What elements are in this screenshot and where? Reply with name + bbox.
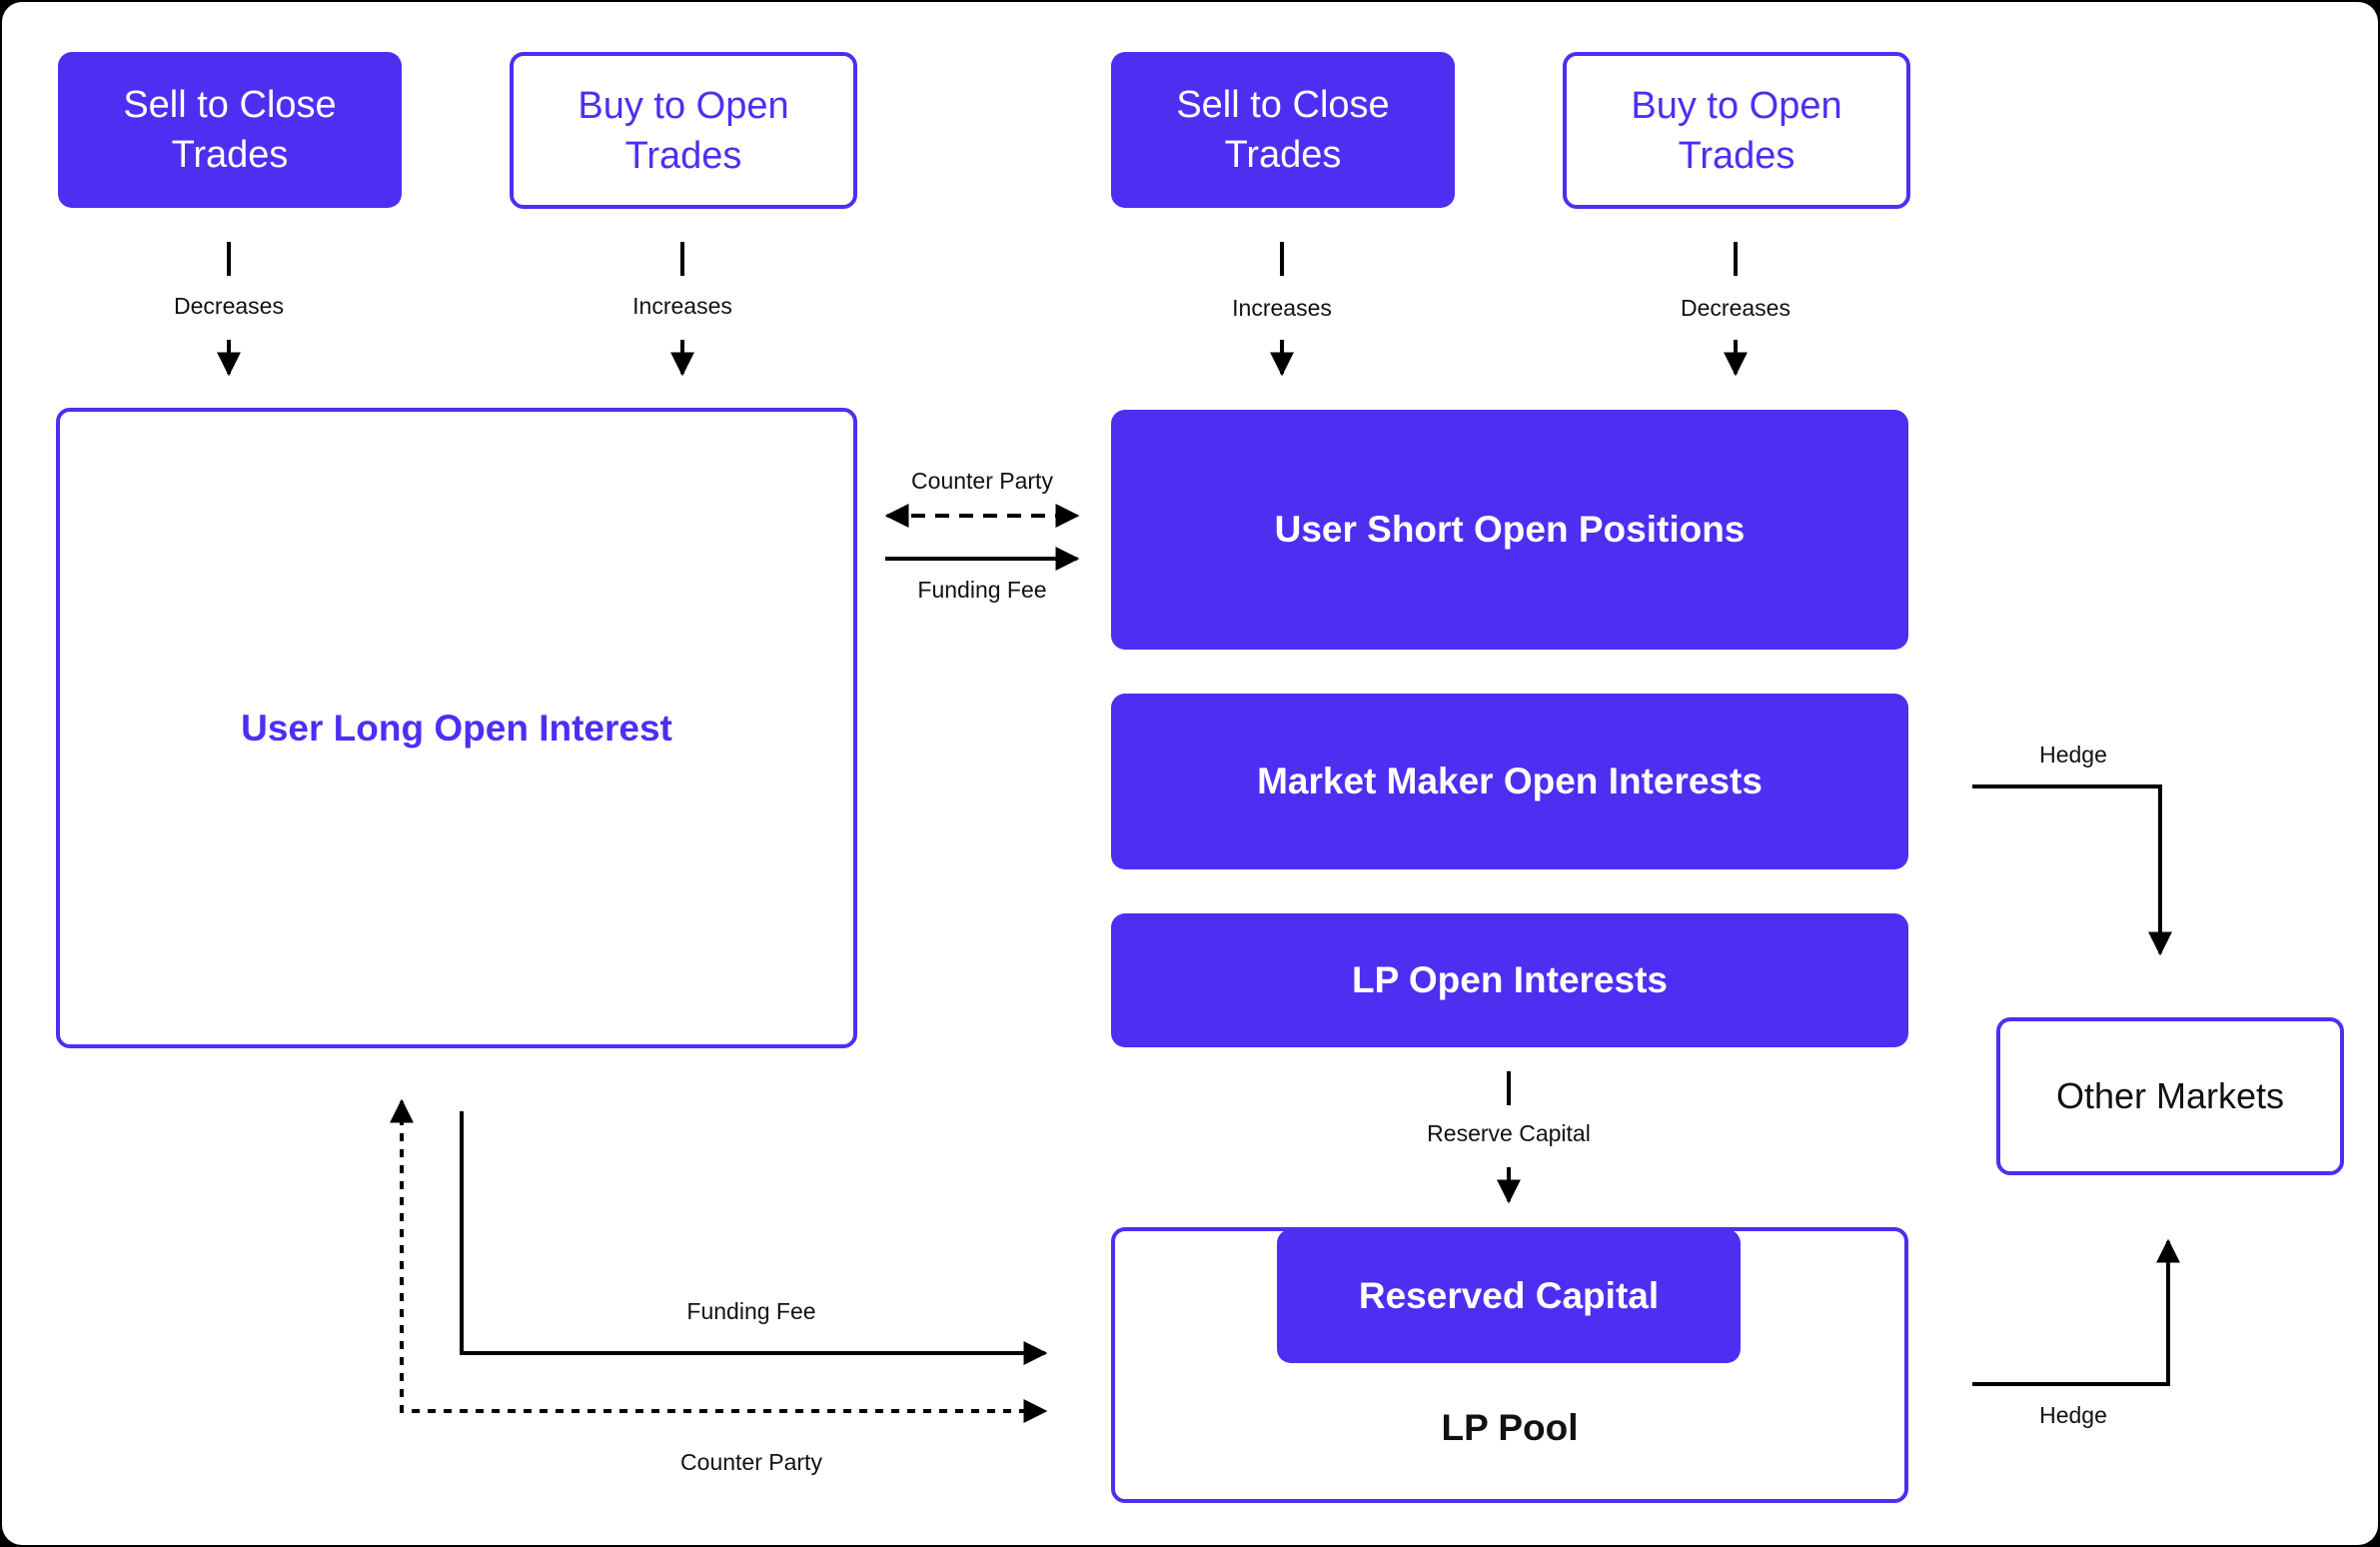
hedge-bottom-arrow bbox=[1972, 1238, 2180, 1386]
lp-pool-label: LP Pool bbox=[1441, 1407, 1579, 1448]
hedge-bottom-label: Hedge bbox=[2039, 1402, 2107, 1428]
lp-open-interests-label: LP Open Interests bbox=[1352, 959, 1668, 1000]
left-buy-to-open-box: Buy to Open Trades bbox=[510, 52, 857, 209]
right-buy-to-open-line1: Buy to Open bbox=[1631, 84, 1842, 127]
left-sell-to-close-line1: Sell to Close bbox=[123, 84, 337, 126]
user-short-open-positions-label: User Short Open Positions bbox=[1274, 509, 1746, 550]
reserved-capital-box: Reserved Capital bbox=[1277, 1229, 1741, 1363]
right-sell-to-close-line2: Trades bbox=[1224, 134, 1342, 176]
market-maker-open-interests-box: Market Maker Open Interests bbox=[1111, 694, 1908, 869]
reserved-capital-label: Reserved Capital bbox=[1358, 1275, 1660, 1316]
right-sell-to-close-box: Sell to Close Trades bbox=[1111, 52, 1455, 208]
right-buy-effect-label: Decreases bbox=[1681, 295, 1790, 321]
user-long-open-interest-box: User Long Open Interest bbox=[56, 408, 857, 1048]
user-short-open-positions-box: User Short Open Positions bbox=[1111, 410, 1908, 650]
other-markets-label: Other Markets bbox=[2055, 1075, 2285, 1116]
user-long-open-interest-label: User Long Open Interest bbox=[241, 707, 672, 749]
right-buy-to-open-line2: Trades bbox=[1678, 134, 1795, 177]
left-sell-to-close-box: Sell to Close Trades bbox=[58, 52, 402, 208]
other-markets-box: Other Markets bbox=[1996, 1017, 2344, 1175]
right-sell-effect-label: Increases bbox=[1232, 295, 1332, 321]
right-sell-to-close-line1: Sell to Close bbox=[1176, 84, 1390, 126]
left-buy-to-open-line2: Trades bbox=[624, 134, 742, 177]
counter-party-bottom-arrow bbox=[390, 1098, 1048, 1423]
funding-fee-top-label: Funding Fee bbox=[917, 577, 1047, 603]
left-sell-effect-label: Decreases bbox=[174, 293, 284, 319]
reserve-capital-label: Reserve Capital bbox=[1427, 1120, 1591, 1146]
left-buy-effect-label: Increases bbox=[632, 293, 732, 319]
left-sell-to-close-line2: Trades bbox=[171, 134, 289, 176]
counter-party-bottom-label: Counter Party bbox=[680, 1449, 822, 1475]
hedge-top-label: Hedge bbox=[2039, 742, 2107, 768]
counter-party-top-label: Counter Party bbox=[911, 468, 1053, 494]
market-maker-open-interests-label: Market Maker Open Interests bbox=[1257, 761, 1763, 801]
right-buy-to-open-box: Buy to Open Trades bbox=[1563, 52, 1910, 209]
left-buy-to-open-line1: Buy to Open bbox=[578, 84, 789, 127]
lp-open-interests-box: LP Open Interests bbox=[1111, 913, 1908, 1047]
hedge-top-arrow bbox=[1972, 784, 2172, 956]
funding-fee-bottom-arrow bbox=[460, 1111, 1048, 1365]
